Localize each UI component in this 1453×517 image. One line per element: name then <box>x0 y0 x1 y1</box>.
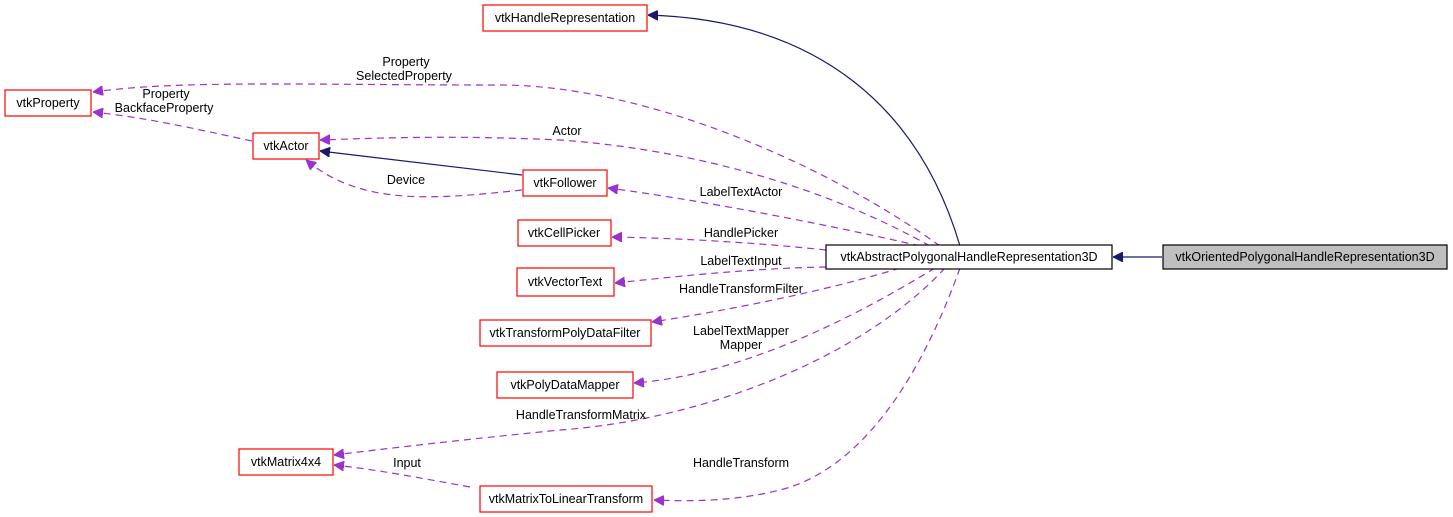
node-vtk-vector-text[interactable]: vtkVectorText <box>516 267 615 297</box>
node-label: vtkPolyDataMapper <box>510 378 619 392</box>
edge-usage-mapper <box>634 267 936 383</box>
edge-inherit-abstract-to-handlerep <box>648 15 961 247</box>
edge-label-label-text-mapper: LabelTextMapper <box>693 324 789 338</box>
edge-label-handle-picker: HandlePicker <box>704 226 778 240</box>
edge-label-property: Property <box>142 87 190 101</box>
node-label: vtkProperty <box>16 96 80 110</box>
node-label: vtkCellPicker <box>528 226 600 240</box>
edge-usage-actor <box>320 137 931 247</box>
node-vtk-actor[interactable]: vtkActor <box>252 132 320 160</box>
edge-label-label-text-actor: LabelTextActor <box>700 185 783 199</box>
edge-label-backface-property: BackfaceProperty <box>115 101 214 115</box>
edge-label-selected-property: SelectedProperty <box>356 69 453 83</box>
node-vtk-poly-data-mapper[interactable]: vtkPolyDataMapper <box>496 371 634 399</box>
node-label: vtkFollower <box>533 176 596 190</box>
node-label: vtkMatrixToLinearTransform <box>489 492 643 506</box>
edge-label-handle-transform-matrix: HandleTransformMatrix <box>516 408 647 422</box>
edge-usage-label-text-input <box>615 266 827 283</box>
edge-label-input: Input <box>393 456 421 470</box>
edge-label-property: Property <box>382 55 430 69</box>
edge-usage-input <box>334 465 471 488</box>
node-label: vtkHandleRepresentation <box>495 11 635 25</box>
node-label: vtkVectorText <box>528 275 603 289</box>
edge-inherit-follower-to-actor <box>320 151 523 176</box>
node-vtk-abstract-polygonal-handle-representation-3d[interactable]: vtkAbstractPolygonalHandleRepresentation… <box>825 244 1113 270</box>
edge-usage-handle-picker <box>612 237 827 251</box>
node-label: vtkActor <box>263 139 308 153</box>
edge-usage-label-text-actor <box>608 188 921 247</box>
node-vtk-cell-picker[interactable]: vtkCellPicker <box>517 219 612 247</box>
edge-label-label-text-input: LabelTextInput <box>700 254 782 268</box>
edge-usage-property-backface <box>93 112 253 142</box>
node-label: vtkOrientedPolygonalHandleRepresentation… <box>1175 250 1434 264</box>
node-vtk-property[interactable]: vtkProperty <box>4 89 92 117</box>
node-vtk-matrix-to-linear-transform[interactable]: vtkMatrixToLinearTransform <box>479 485 653 513</box>
edge-label-device: Device <box>387 173 425 187</box>
edge-usage-handle-transform-filter <box>652 267 901 322</box>
edge-label-handle-transform-filter: HandleTransformFilter <box>679 282 803 296</box>
node-vtk-oriented-polygonal-handle-representation-3d: vtkOrientedPolygonalHandleRepresentation… <box>1162 244 1448 270</box>
node-vtk-handle-representation[interactable]: vtkHandleRepresentation <box>482 4 648 32</box>
node-vtk-follower[interactable]: vtkFollower <box>522 169 608 197</box>
edge-label-actor: Actor <box>552 124 581 138</box>
edge-label-mapper: Mapper <box>720 338 762 352</box>
edge-label-handle-transform: HandleTransform <box>693 456 789 470</box>
node-label: vtkAbstractPolygonalHandleRepresentation… <box>840 250 1097 264</box>
edge-usage-device <box>306 160 523 198</box>
edge-usage-property-selected <box>93 83 941 247</box>
node-vtk-transform-poly-data-filter[interactable]: vtkTransformPolyDataFilter <box>479 319 652 347</box>
edge-usage-handle-transform-matrix <box>334 267 946 455</box>
node-label: vtkMatrix4x4 <box>251 455 321 469</box>
node-label: vtkTransformPolyDataFilter <box>490 326 641 340</box>
node-vtk-matrix-4x4[interactable]: vtkMatrix4x4 <box>238 448 334 476</box>
edge-usage-handle-transform <box>654 267 961 501</box>
